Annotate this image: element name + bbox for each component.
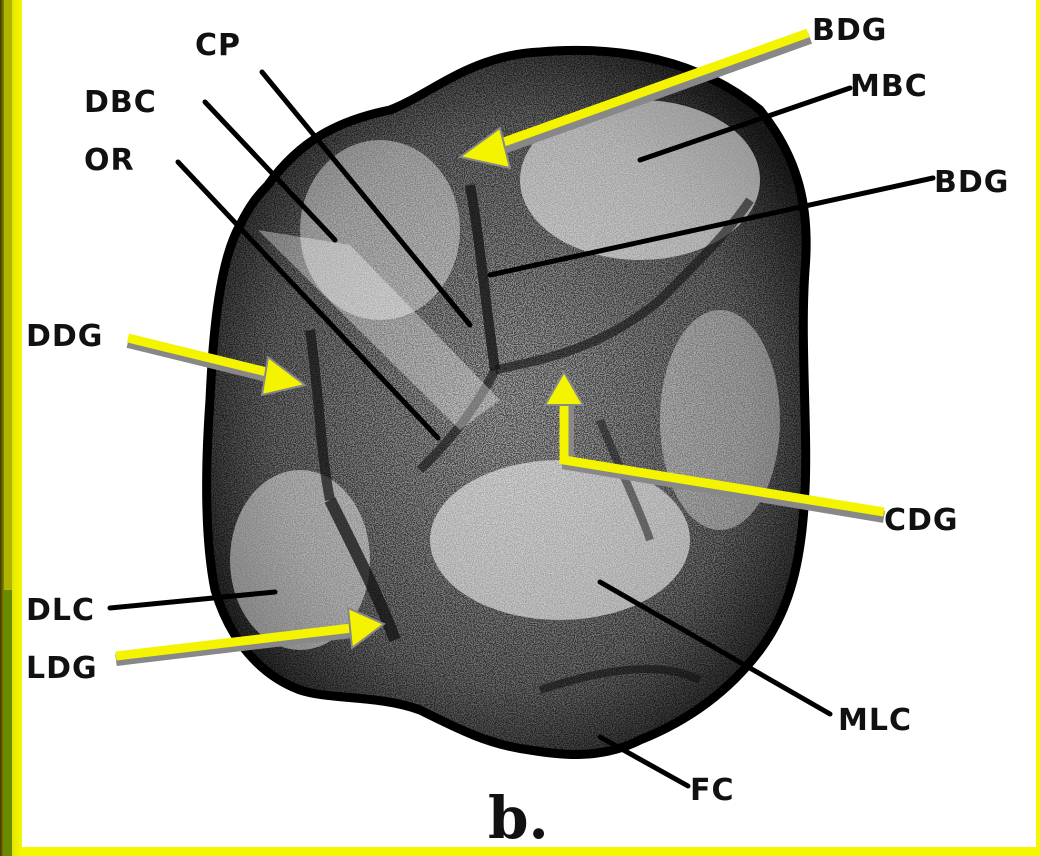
label-mbc: MBC bbox=[850, 69, 928, 104]
tooth-diagram: CP DBC OR BDG MBC BDG DDG CDG DLC LDG ML… bbox=[22, 0, 1036, 847]
label-bdg-top: BDG bbox=[812, 13, 887, 48]
label-bdg-right: BDG bbox=[934, 165, 1009, 200]
left-frame-bar bbox=[0, 0, 22, 856]
label-dbc: DBC bbox=[84, 85, 157, 120]
leader-fc bbox=[600, 737, 688, 786]
label-cdg: CDG bbox=[884, 503, 959, 538]
label-ddg: DDG bbox=[26, 319, 103, 354]
label-ldg: LDG bbox=[26, 651, 98, 686]
label-mlc: MLC bbox=[838, 703, 912, 738]
label-cp: CP bbox=[195, 28, 241, 63]
label-or: OR bbox=[84, 143, 135, 178]
left-frame-segment-bottom bbox=[4, 590, 12, 856]
label-fc: FC bbox=[690, 773, 735, 808]
label-dlc: DLC bbox=[26, 593, 95, 628]
panel-label: b. bbox=[488, 784, 549, 847]
left-frame-segment-top bbox=[4, 0, 12, 590]
diagram-canvas: CP DBC OR BDG MBC BDG DDG CDG DLC LDG ML… bbox=[22, 0, 1036, 847]
